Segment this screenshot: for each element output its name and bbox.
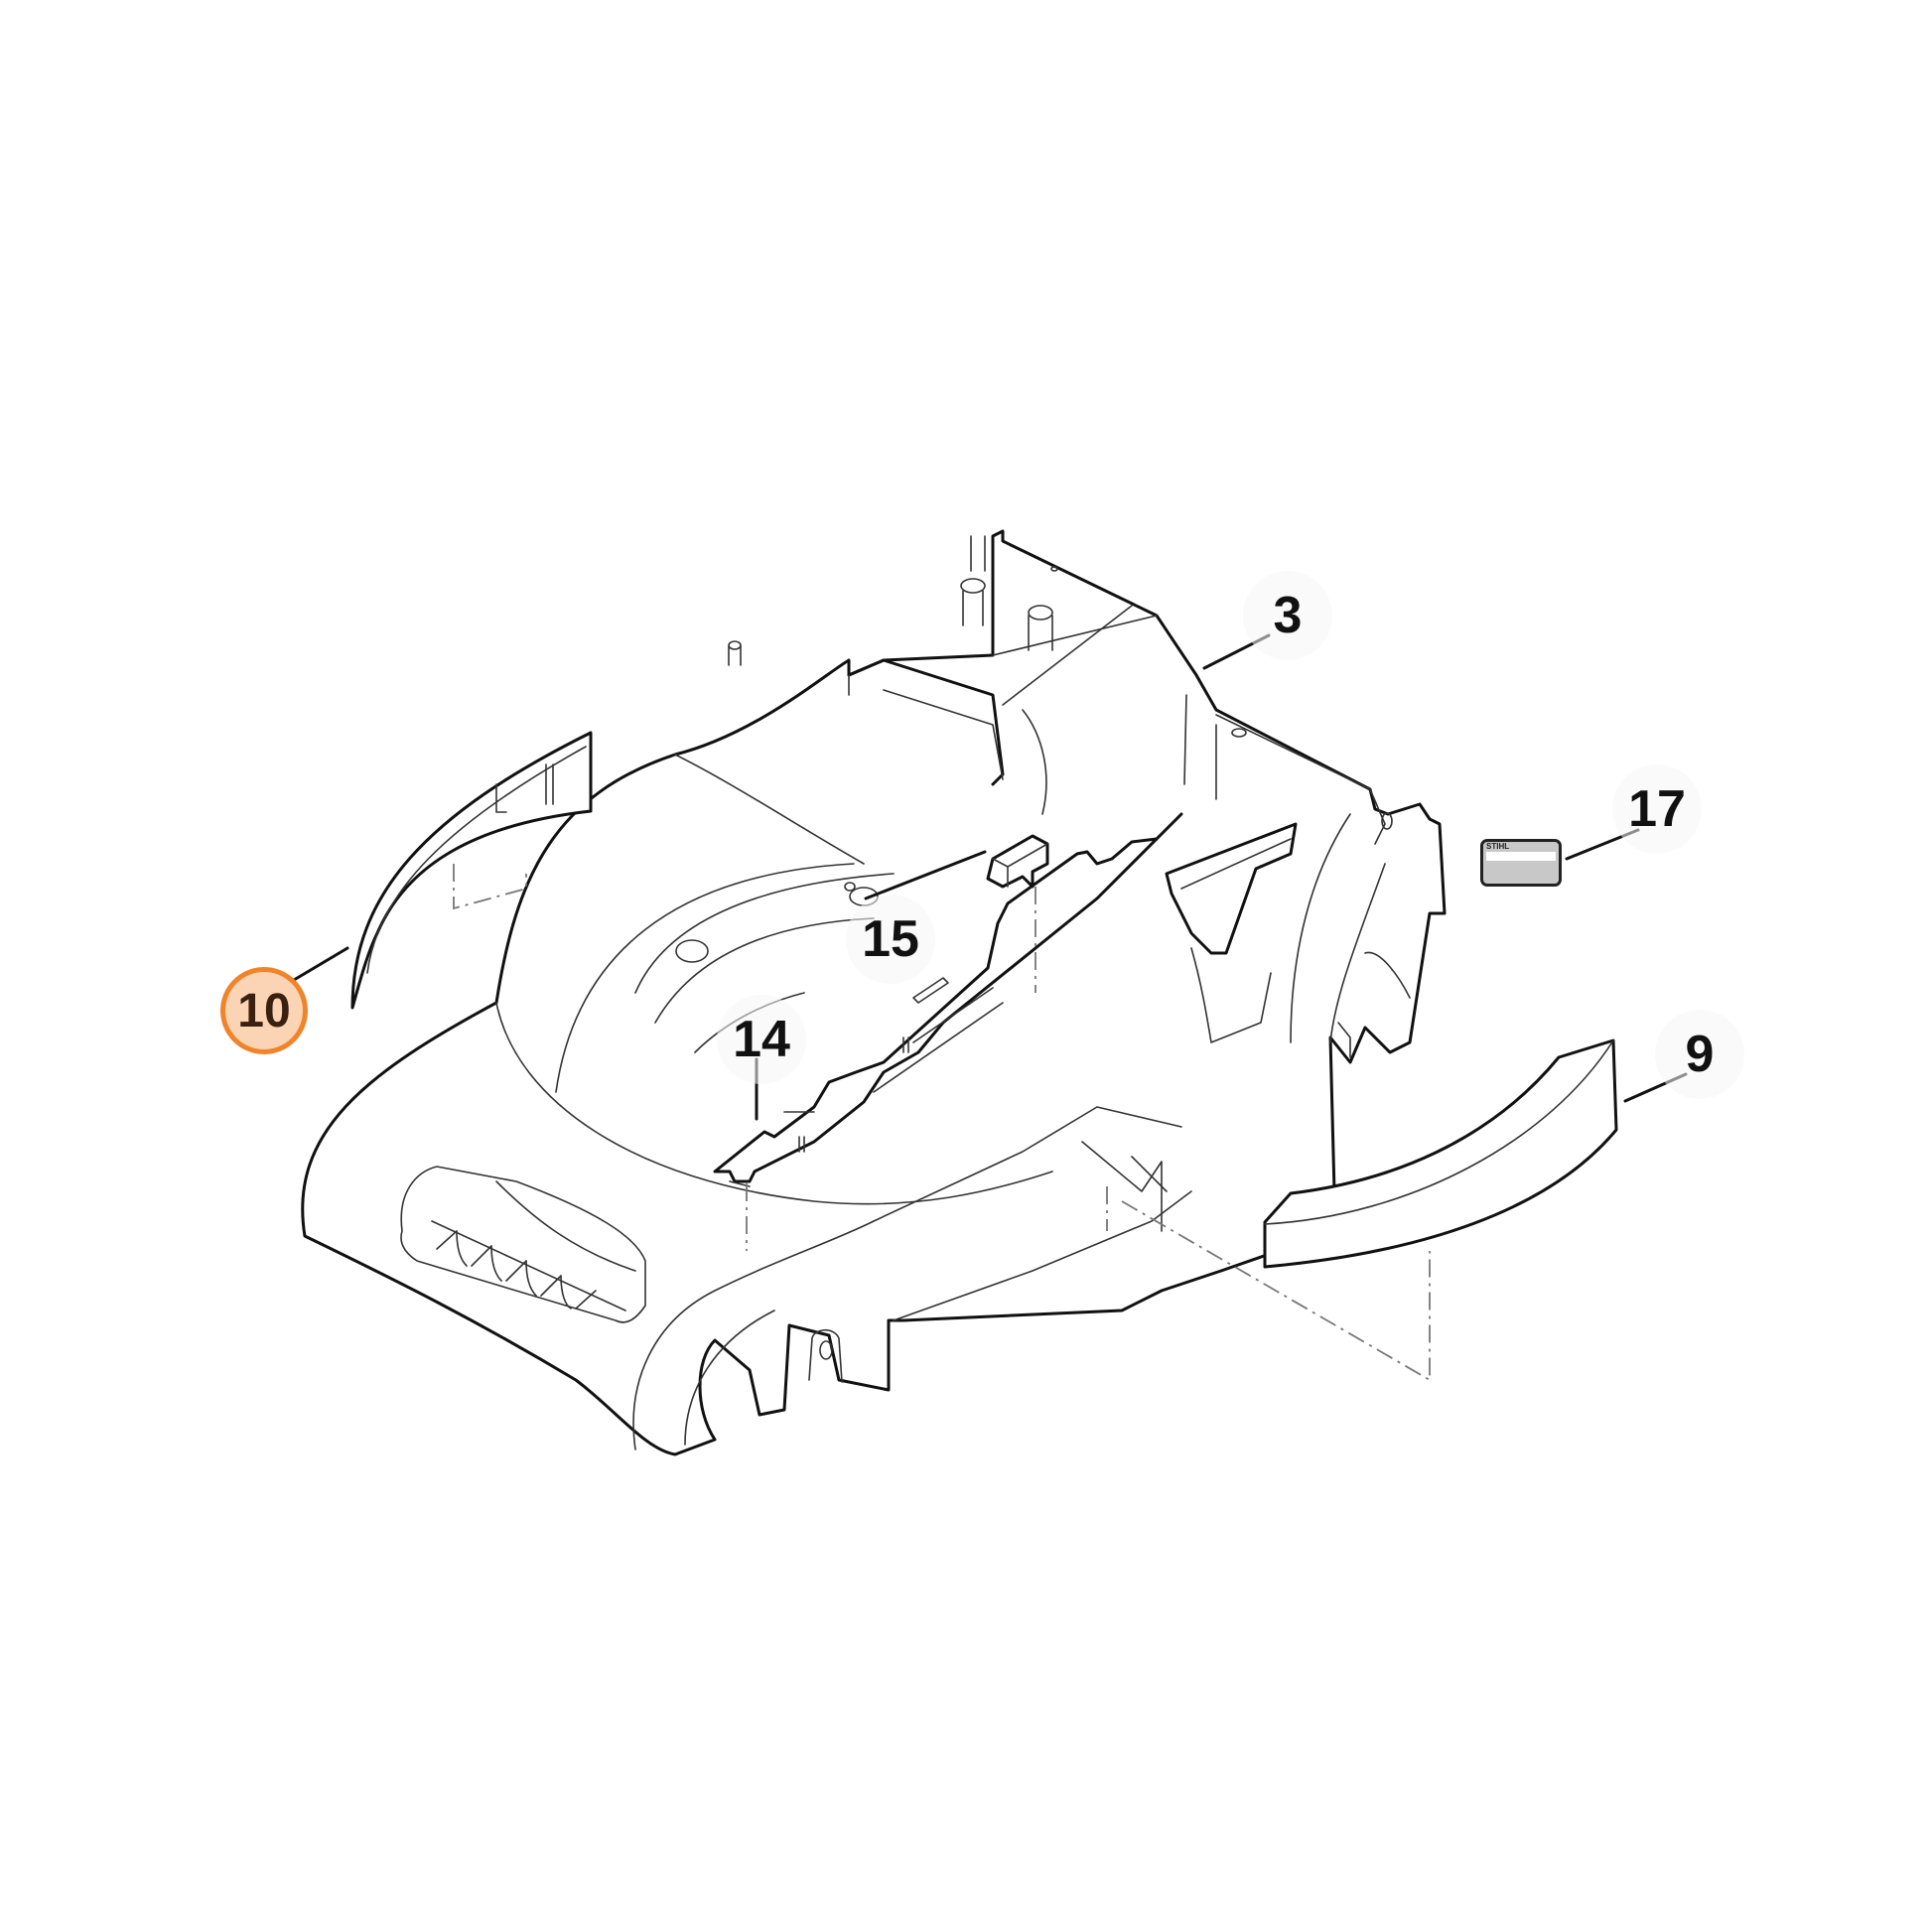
callout-3[interactable]: 3 bbox=[1243, 571, 1332, 660]
callout-14[interactable]: 14 bbox=[717, 995, 806, 1084]
callout-9[interactable]: 9 bbox=[1655, 1010, 1744, 1099]
callout-10-selected[interactable]: 10 bbox=[220, 967, 308, 1054]
callout-17[interactable]: 17 bbox=[1612, 764, 1702, 854]
callout-number: 10 bbox=[237, 984, 291, 1037]
callout-number: 15 bbox=[862, 910, 919, 968]
clip-part-15[interactable] bbox=[986, 834, 1049, 889]
callout-number: 3 bbox=[1273, 587, 1303, 644]
assembly-guide-lines bbox=[453, 864, 1431, 1382]
label-brand-text: STIHL bbox=[1486, 842, 1510, 851]
label-white-field bbox=[1486, 852, 1556, 861]
trim-strip-part-10[interactable] bbox=[350, 731, 593, 1010]
trim-strip-part-9[interactable] bbox=[1263, 1038, 1618, 1269]
cover-plate-part-14[interactable] bbox=[713, 812, 1183, 1187]
label-part-17[interactable]: STIHL bbox=[1480, 839, 1562, 887]
label-fine-print bbox=[1483, 862, 1559, 867]
callout-15[interactable]: 15 bbox=[846, 895, 935, 984]
callout-number: 9 bbox=[1685, 1026, 1715, 1083]
callout-number: 17 bbox=[1628, 780, 1686, 838]
callout-number: 14 bbox=[733, 1011, 790, 1068]
housing-part-3[interactable] bbox=[301, 529, 1447, 1456]
